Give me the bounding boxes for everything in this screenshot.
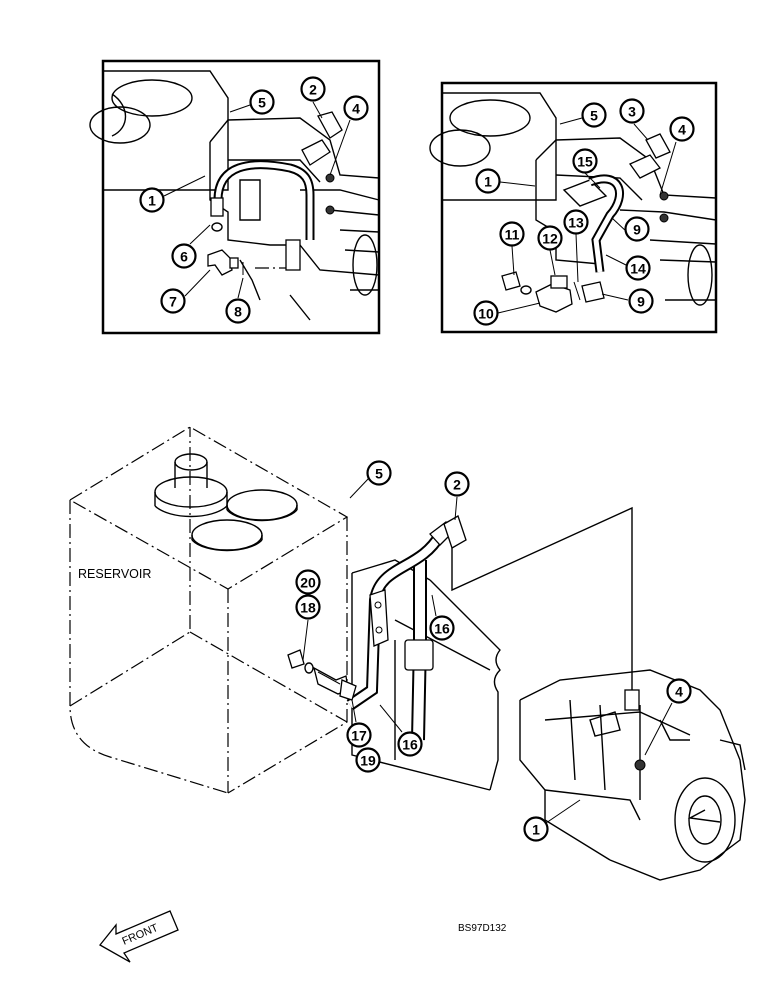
callout-right-9: 9 xyxy=(628,288,654,314)
callout-left-4: 4 xyxy=(343,95,369,121)
callout-right-5: 5 xyxy=(581,102,607,128)
main-view: RESERVOIR xyxy=(68,426,746,881)
callout-number: 5 xyxy=(258,95,266,111)
callout-number: 14 xyxy=(630,261,646,277)
callout-circle xyxy=(625,255,651,281)
callout-number: 16 xyxy=(434,621,450,637)
callout-number: 19 xyxy=(360,753,376,769)
callout-main-18: 18 xyxy=(295,594,321,620)
callout-right-11: 11 xyxy=(499,221,525,247)
callout-right-3: 3 xyxy=(619,98,645,124)
reservoir-label: RESERVOIR xyxy=(78,567,151,581)
callout-circle xyxy=(572,148,598,174)
callout-main-1: 1 xyxy=(523,816,549,842)
callout-number: 9 xyxy=(633,222,641,238)
callout-number: 17 xyxy=(351,728,367,744)
callout-circle xyxy=(295,569,321,595)
callout-circle xyxy=(300,76,326,102)
callout-right-15: 15 xyxy=(572,148,598,174)
callout-main-2: 2 xyxy=(444,471,470,497)
callout-number: 4 xyxy=(675,684,683,700)
callout-circle xyxy=(366,460,392,486)
callout-circle xyxy=(225,298,251,324)
callout-number: 6 xyxy=(180,249,188,265)
callout-number: 2 xyxy=(309,82,317,98)
callout-main-16: 16 xyxy=(397,731,423,757)
callout-circle xyxy=(473,300,499,326)
callout-main-5: 5 xyxy=(366,460,392,486)
callout-circle xyxy=(523,816,549,842)
callout-number: 11 xyxy=(505,227,520,243)
callout-circle xyxy=(249,89,275,115)
callout-number: 2 xyxy=(453,477,461,493)
callout-circle xyxy=(171,243,197,269)
callout-right-4: 4 xyxy=(669,116,695,142)
callout-circle xyxy=(628,288,654,314)
callout-number: 1 xyxy=(148,193,156,209)
callout-number: 12 xyxy=(542,231,558,247)
callout-main-16: 16 xyxy=(429,615,455,641)
callout-number: 8 xyxy=(234,304,242,320)
callout-right-12: 12 xyxy=(537,225,563,251)
callout-left-1: 1 xyxy=(139,187,165,213)
figure-id: BS97D132 xyxy=(458,923,507,934)
callout-circle xyxy=(624,216,650,242)
callout-circle xyxy=(295,594,321,620)
callout-number: 13 xyxy=(568,215,584,231)
callout-circle xyxy=(444,471,470,497)
reservoir-tank: RESERVOIR xyxy=(68,426,349,794)
callout-main-19: 19 xyxy=(355,747,381,773)
callout-right-14: 14 xyxy=(625,255,651,281)
callout-right-10: 10 xyxy=(473,300,499,326)
callout-number: 4 xyxy=(678,122,686,138)
callout-left-5: 5 xyxy=(249,89,275,115)
callout-circle xyxy=(581,102,607,128)
callout-left-7: 7 xyxy=(160,288,186,314)
callout-number: 5 xyxy=(590,108,598,124)
hydraulic-pump xyxy=(519,669,746,881)
callout-circle xyxy=(666,678,692,704)
callout-circle xyxy=(669,116,695,142)
callout-number: 18 xyxy=(300,600,316,616)
callout-circle xyxy=(160,288,186,314)
callout-circle xyxy=(397,731,423,757)
callout-main-20: 20 xyxy=(295,569,321,595)
callout-number: 1 xyxy=(484,174,492,190)
callout-circle xyxy=(537,225,563,251)
callout-number: 7 xyxy=(169,294,177,310)
callout-number: 1 xyxy=(532,822,540,838)
callout-number: 16 xyxy=(402,737,418,753)
callout-left-6: 6 xyxy=(171,243,197,269)
callout-number: 5 xyxy=(375,466,383,482)
front-arrow: FRONT xyxy=(99,910,179,963)
callout-circle xyxy=(475,168,501,194)
callout-circle xyxy=(429,615,455,641)
callout-number: 4 xyxy=(352,101,360,117)
callout-left-8: 8 xyxy=(225,298,251,324)
callout-circle xyxy=(499,221,525,247)
callout-number: 20 xyxy=(300,575,316,591)
callout-circle xyxy=(619,98,645,124)
callout-main-17: 17 xyxy=(346,722,372,748)
inset-leaders xyxy=(163,101,677,314)
callout-number: 10 xyxy=(478,306,494,322)
callout-circle xyxy=(343,95,369,121)
callout-left-2: 2 xyxy=(300,76,326,102)
callout-right-1: 1 xyxy=(475,168,501,194)
inset-left-panel xyxy=(89,59,381,335)
callout-circle xyxy=(346,722,372,748)
callout-right-9: 9 xyxy=(624,216,650,242)
callout-main-4: 4 xyxy=(666,678,692,704)
callout-number: 3 xyxy=(628,104,636,120)
callout-right-13: 13 xyxy=(563,209,589,235)
callout-number: 9 xyxy=(637,294,645,310)
callout-number: 15 xyxy=(577,154,593,170)
callout-circle xyxy=(563,209,589,235)
callout-circle xyxy=(355,747,381,773)
callout-circle xyxy=(139,187,165,213)
